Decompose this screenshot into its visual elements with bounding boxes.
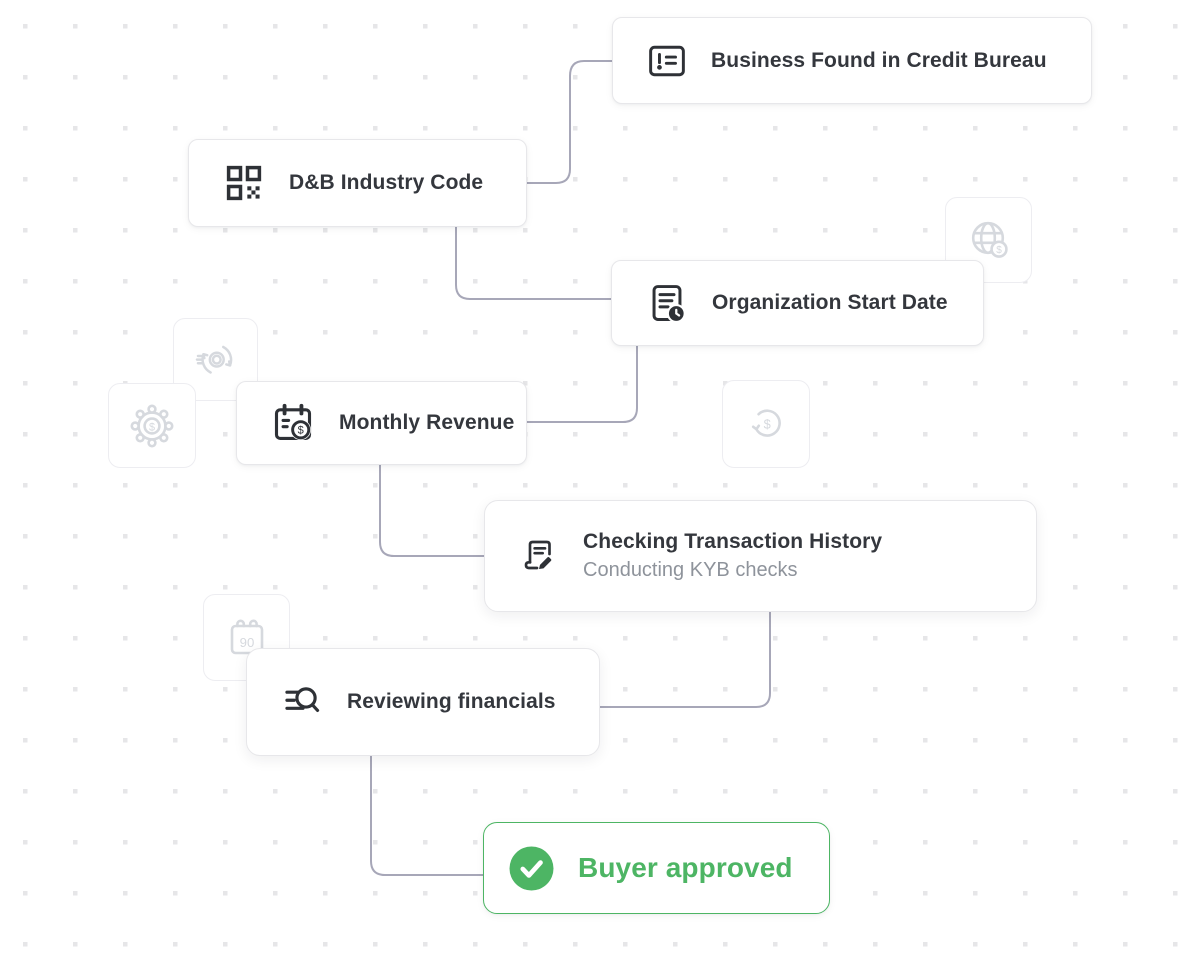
node-checking-transaction-history[interactable]: Checking Transaction History Conducting … (484, 500, 1037, 612)
globe-dollar-icon: $ (971, 221, 1008, 258)
node-label: Organization Start Date (712, 291, 948, 314)
calendar-dollar-icon: $ (271, 401, 315, 445)
node-label: Reviewing financials (347, 690, 556, 713)
node-label: Business Found in Credit Bureau (711, 48, 1047, 72)
document-edit-icon (519, 536, 559, 576)
node-label: D&B Industry Code (289, 171, 484, 194)
check-circle-icon (509, 846, 554, 891)
calendar-90-icon: 90 (230, 619, 263, 654)
calendar-90-label: 90 (239, 634, 254, 649)
node-monthly-revenue[interactable]: $ Monthly Revenue (236, 381, 527, 465)
node-organization-start-date[interactable]: Organization Start Date (611, 260, 984, 346)
node-buyer-approved[interactable]: Buyer approved (483, 822, 830, 914)
qr-checker-pattern (247, 186, 260, 199)
faded-card-refresh-dollar: $ (722, 380, 810, 468)
node-reviewing-financials[interactable]: Reviewing financials (246, 648, 600, 756)
alert-list-icon (647, 43, 687, 79)
document-clock-icon (646, 282, 688, 324)
refresh-dollar-icon: $ (751, 409, 781, 437)
node-dnb-industry-code[interactable]: D&B Industry Code (188, 139, 527, 227)
node-business-found-credit-bureau[interactable]: Business Found in Credit Bureau (612, 17, 1092, 104)
gear-dollar-icon: $ (130, 403, 174, 447)
sync-gear-icon (195, 345, 232, 374)
dollar-glyph: $ (996, 245, 1002, 256)
node-label: Monthly Revenue (339, 411, 515, 434)
list-search-icon (281, 681, 323, 723)
dollar-glyph: $ (764, 417, 771, 432)
node-label: Buyer approved (578, 852, 793, 883)
faded-card-gear-dollar: $ (108, 383, 196, 468)
dollar-glyph: $ (149, 421, 155, 433)
dollar-glyph: $ (298, 425, 304, 437)
node-sublabel: Conducting KYB checks (583, 559, 798, 581)
node-label: Checking Transaction History (583, 530, 883, 553)
qr-code-icon (223, 162, 265, 204)
